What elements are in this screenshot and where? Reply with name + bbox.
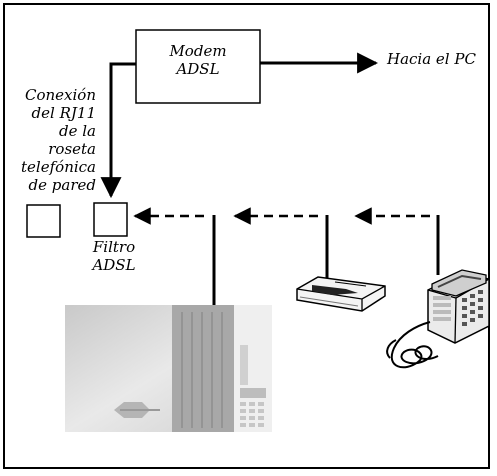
wall-jack-label-line: telefónica [21,158,96,176]
answering-machine-device [296,276,386,312]
modem-label-line2: ADSL [176,60,220,78]
wall-jack-label: Conexión del RJ11 de la roseta telefónic… [4,86,96,194]
base-station-device [65,305,272,432]
wall-jack-label-line: de la [59,122,96,140]
modem-box [135,29,261,104]
wall-jack-box [26,204,61,238]
filter-label-line1: Filtro [92,238,136,256]
telephone-device [386,269,490,369]
modem-to-filter-line [100,62,136,199]
wall-jack-label-line: de pared [28,176,96,194]
adsl-filter-box [93,202,128,237]
filter-label-line2: ADSL [92,256,136,274]
wall-jack-label-line: roseta [48,140,96,158]
pc-label: Hacia el PC [387,50,476,68]
wall-jack-label-line: del RJ11 [31,104,96,122]
modem-label: Modem ADSL [137,42,259,78]
wall-jack-label-line: Conexión [25,86,96,104]
filter-label: Filtro ADSL [84,238,144,274]
modem-label-line1: Modem [169,42,227,60]
